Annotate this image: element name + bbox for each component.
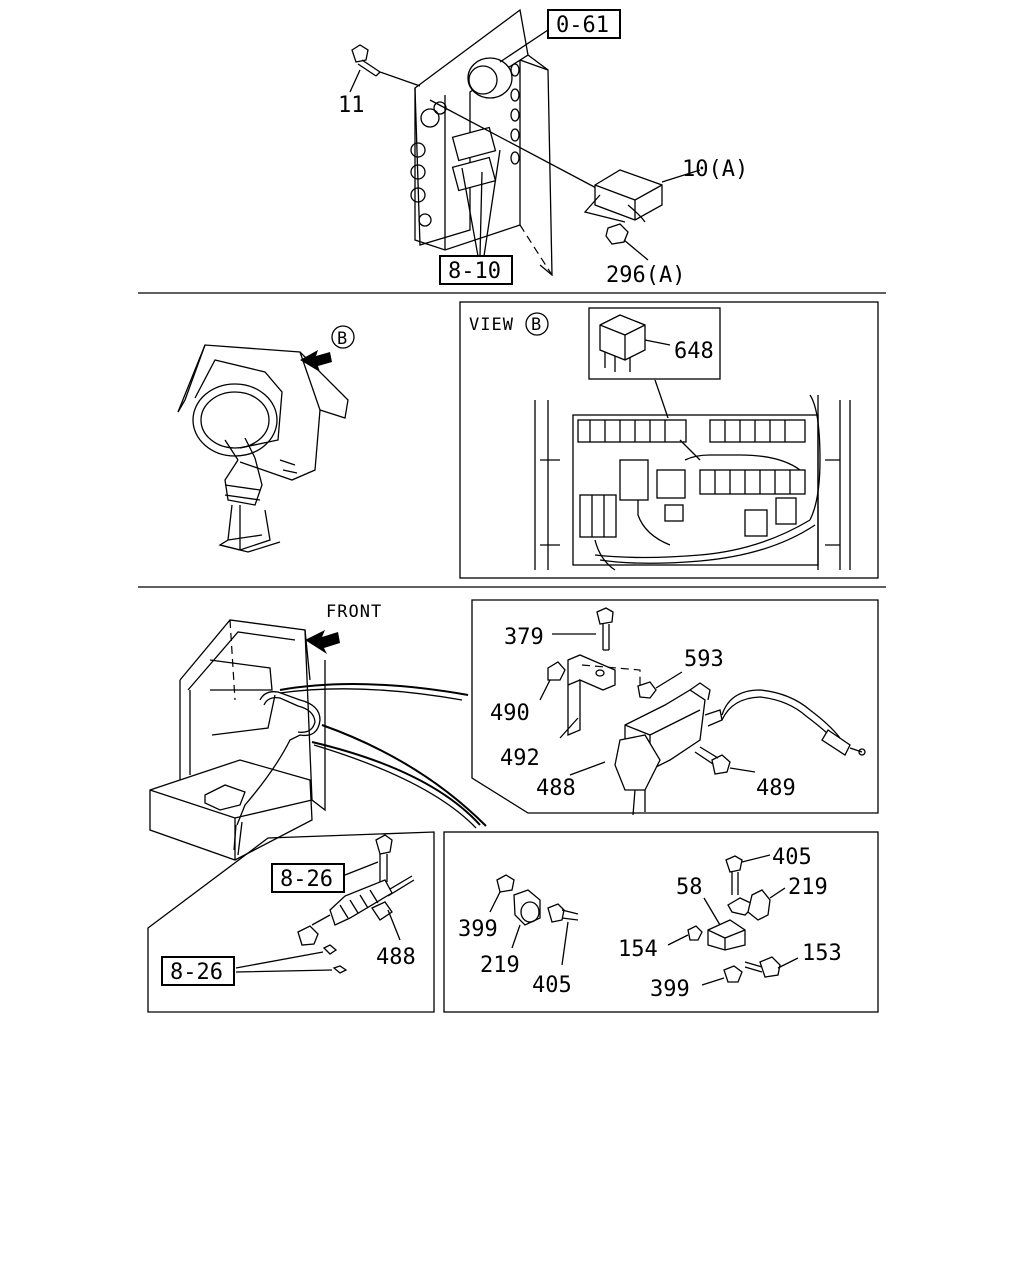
ref-0-61: 0-61 <box>556 13 609 38</box>
control-box-assembly <box>349 8 701 277</box>
electrical-panel <box>534 394 851 571</box>
motor-detail-frame <box>471 599 879 814</box>
ref-8-26-b: 8-26 <box>170 960 223 985</box>
part-648-label: 648 <box>674 339 714 364</box>
part-10a-label: 10(A) <box>682 157 748 182</box>
cable-detail-frame <box>147 831 435 1013</box>
ref-8-26-a: 8-26 <box>280 867 333 892</box>
view-b-letter: B <box>531 315 542 335</box>
part-58-label: 58 <box>676 875 703 900</box>
relay-648-leader <box>654 379 669 419</box>
part-154-label: 154 <box>618 937 658 962</box>
ref-8-10: 8-10 <box>448 259 501 284</box>
part-488-main-label: 488 <box>536 776 576 801</box>
part-219-left-label: 219 <box>480 953 520 978</box>
part-405-left-label: 405 <box>532 973 572 998</box>
part-490-label: 490 <box>490 701 530 726</box>
part-11-label: 11 <box>338 93 365 118</box>
part-296a-label: 296(A) <box>606 263 685 288</box>
bracket-assembly <box>489 854 799 986</box>
arrow-b-circle <box>331 325 355 349</box>
part-488-sub-label: 488 <box>376 945 416 970</box>
cab-dashboard-view <box>177 344 349 553</box>
relay-648 <box>599 314 671 372</box>
part-379-label: 379 <box>504 625 544 650</box>
part-405-right-label: 405 <box>772 845 812 870</box>
cab-frame-view <box>149 619 487 861</box>
part-648-box <box>588 307 721 380</box>
part-489-label: 489 <box>756 776 796 801</box>
part-593-label: 593 <box>684 647 724 672</box>
motor-cable-assembly <box>539 607 866 816</box>
part-153-label: 153 <box>802 941 842 966</box>
bracket-detail-frame <box>443 831 879 1013</box>
ref-box-8-10 <box>439 255 513 285</box>
ref-box-0-61 <box>547 9 621 39</box>
ref-box-8-26-b <box>161 956 235 986</box>
part-399-right-label: 399 <box>650 977 690 1002</box>
part-219-right-label: 219 <box>788 875 828 900</box>
arrow-b-letter: B <box>337 329 348 349</box>
view-b-circle <box>525 312 549 336</box>
view-b-frame <box>459 301 879 579</box>
front-label: FRONT <box>326 602 382 622</box>
part-492-label: 492 <box>500 746 540 771</box>
part-399-left-label: 399 <box>458 917 498 942</box>
ref-box-8-26-a <box>271 863 345 893</box>
cable-end-assembly <box>235 834 415 974</box>
view-b-title: VIEW <box>469 315 514 335</box>
